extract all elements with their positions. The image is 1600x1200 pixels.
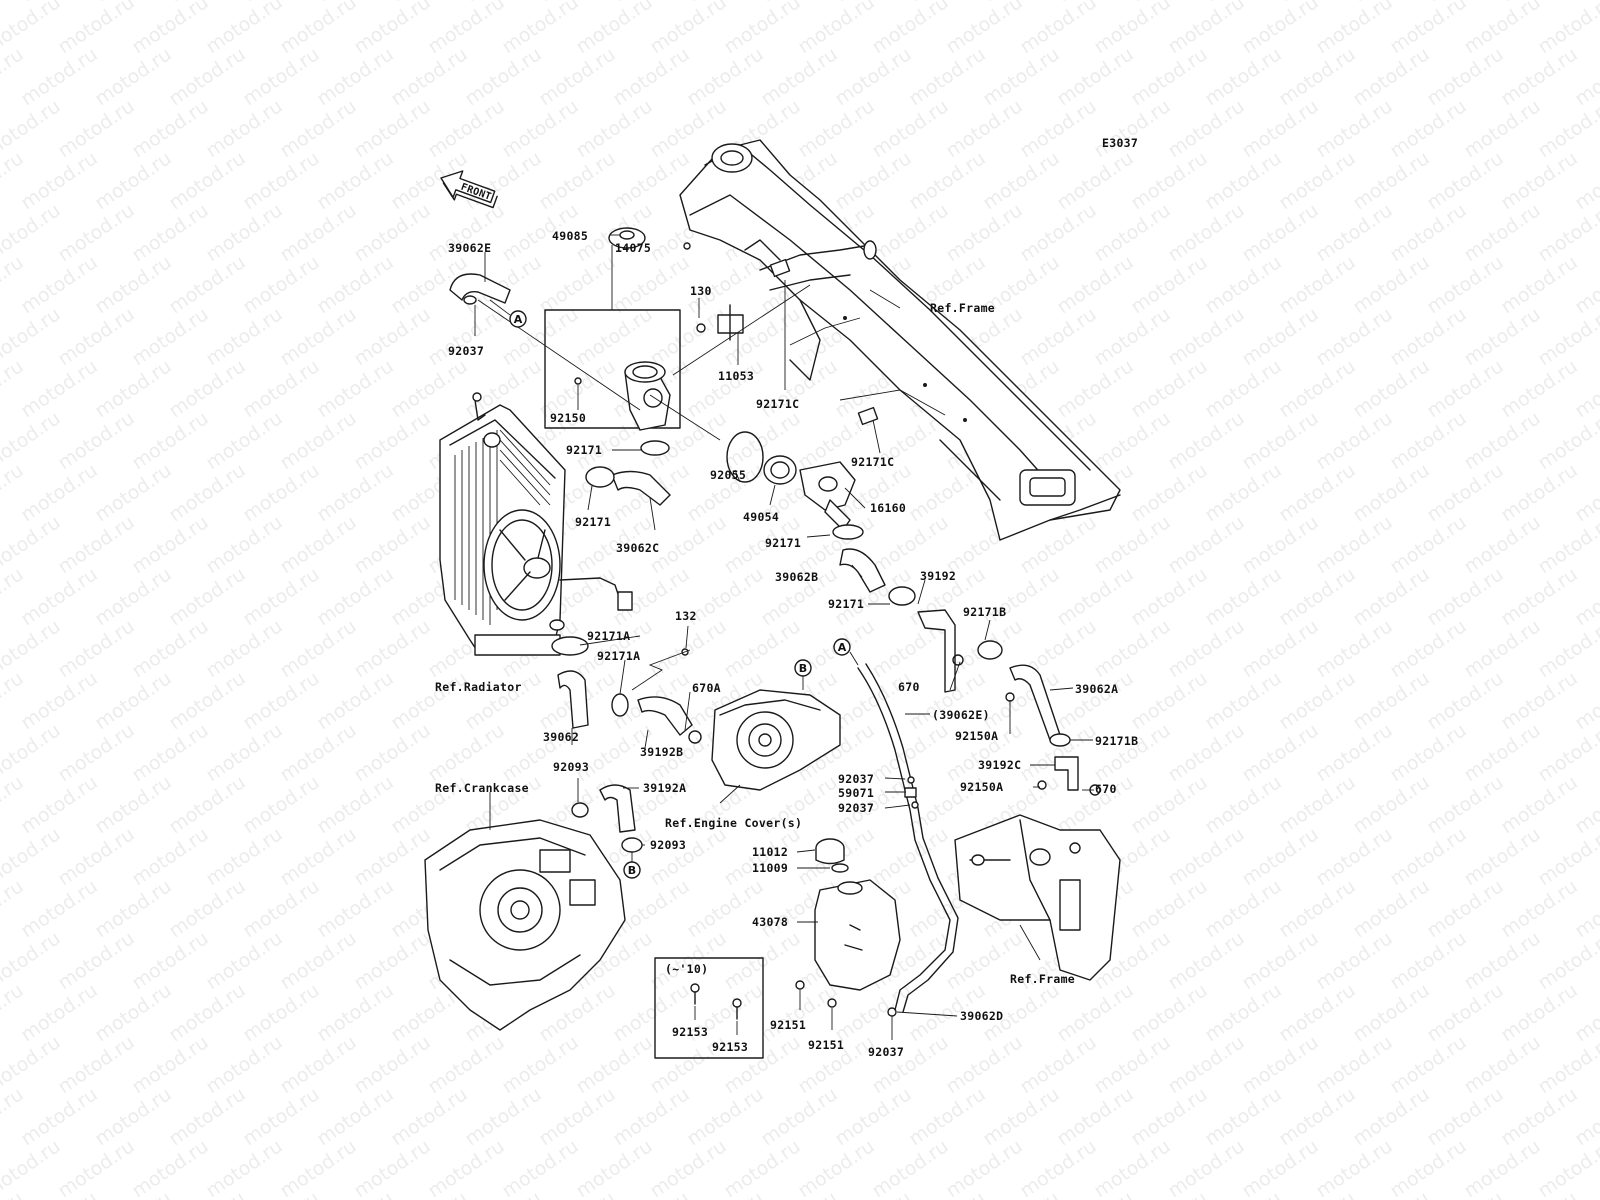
callout-92171-d: 92171 — [828, 597, 864, 611]
callout-39192: 39192 — [920, 569, 956, 583]
callout-59071: 59071 — [838, 786, 874, 800]
callout-92171b-b: 92171B — [1095, 734, 1138, 748]
callout-92151-a: 92151 — [770, 1018, 806, 1032]
callout-49085: 49085 — [552, 229, 588, 243]
svg-text:B: B — [799, 662, 807, 675]
callout-670a: 670A — [692, 681, 721, 695]
callout-39062c: 39062C — [616, 541, 659, 555]
svg-text:A: A — [514, 313, 523, 326]
callout-92055: 92055 — [710, 468, 746, 482]
callout-11012: 11012 — [752, 845, 788, 859]
callout-92171-a: 92171 — [566, 443, 602, 457]
callout-39062e: 39062E — [448, 241, 491, 255]
callout-670-a: 670 — [898, 680, 920, 694]
callout-11053: 11053 — [718, 369, 754, 383]
callout-39062d: 39062D — [960, 1009, 1003, 1023]
hoses-upper — [449, 273, 1079, 791]
callout-ref-radiator: Ref.Radiator — [435, 680, 522, 694]
callout-132: 132 — [675, 609, 697, 623]
engine-cover-drawing — [711, 689, 841, 791]
serial-range-box — [654, 957, 764, 1059]
callout-49054: 49054 — [743, 510, 779, 524]
callout-92171-b: 92171 — [575, 515, 611, 529]
callout-39062a: 39062A — [1075, 682, 1118, 696]
frame-drawing — [679, 139, 1121, 541]
filler-housing-drawing — [544, 227, 879, 531]
callout-92037-c: 92037 — [838, 801, 874, 815]
svg-text:A: A — [838, 641, 847, 654]
diagram-code: E3037 — [1102, 136, 1138, 150]
callout-92171c-a: 92171C — [756, 397, 799, 411]
callout-39062: 39062 — [543, 730, 579, 744]
callout-39192c: 39192C — [978, 758, 1021, 772]
callout-92171b-a: 92171B — [963, 605, 1006, 619]
callout-11009: 11009 — [752, 861, 788, 875]
connector-b-top: B — [794, 659, 812, 677]
callout-39062b: 39062B — [775, 570, 818, 584]
callout-serial-range: (~'10) — [665, 962, 708, 976]
callout-ref-frame-bottom: Ref.Frame — [1010, 972, 1075, 986]
crankcase-drawing — [424, 819, 626, 1031]
callout-16160: 16160 — [870, 501, 906, 515]
callout-39192b: 39192B — [640, 745, 683, 759]
callout-92037-top: 92037 — [448, 344, 484, 358]
callout-92153-a: 92153 — [672, 1025, 708, 1039]
radiator-drawing — [439, 392, 633, 656]
callout-92150: 92150 — [550, 411, 586, 425]
breather-hose — [857, 663, 959, 1013]
callout-92171-c: 92171 — [765, 536, 801, 550]
lower-frame-drawing — [954, 814, 1121, 981]
svg-text:B: B — [628, 864, 636, 877]
callout-ref-frame-top: Ref.Frame — [930, 301, 995, 315]
front-arrow-icon: FRONT — [440, 170, 498, 209]
callout-92150a-a: 92150A — [955, 729, 998, 743]
callout-92171c-b: 92171C — [851, 455, 894, 469]
callout-92093-a: 92093 — [553, 760, 589, 774]
connector-a-mid: A — [833, 638, 851, 656]
connector-markers: A A B B — [489, 299, 859, 879]
callout-92093-b: 92093 — [650, 838, 686, 852]
callout-92151-b: 92151 — [808, 1038, 844, 1052]
callout-92153-b: 92153 — [712, 1040, 748, 1054]
callout-ref-crankcase: Ref.Crankcase — [435, 781, 529, 795]
callout-14075: 14075 — [615, 241, 651, 255]
reservoir-drawing — [795, 838, 901, 1017]
callout-92171a-a: 92171A — [587, 629, 630, 643]
callout-39192a: 39192A — [643, 781, 686, 795]
connector-a-top: A — [509, 310, 527, 328]
callout-92037-b: 92037 — [838, 772, 874, 786]
callout-130: 130 — [690, 284, 712, 298]
callout-92171a-b: 92171A — [597, 649, 640, 663]
callout-43078: 43078 — [752, 915, 788, 929]
callout-92037-d: 92037 — [868, 1045, 904, 1059]
callout-ref-engine-cover: Ref.Engine Cover(s) — [665, 816, 802, 830]
callout-670-b: 670 — [1095, 782, 1117, 796]
callout-39062e-paren: (39062E) — [932, 708, 990, 722]
leader-lines — [474, 234, 1094, 1040]
hoses-lower — [551, 636, 702, 853]
connector-b-bottom: B — [623, 861, 641, 879]
callout-92150a-b: 92150A — [960, 780, 1003, 794]
